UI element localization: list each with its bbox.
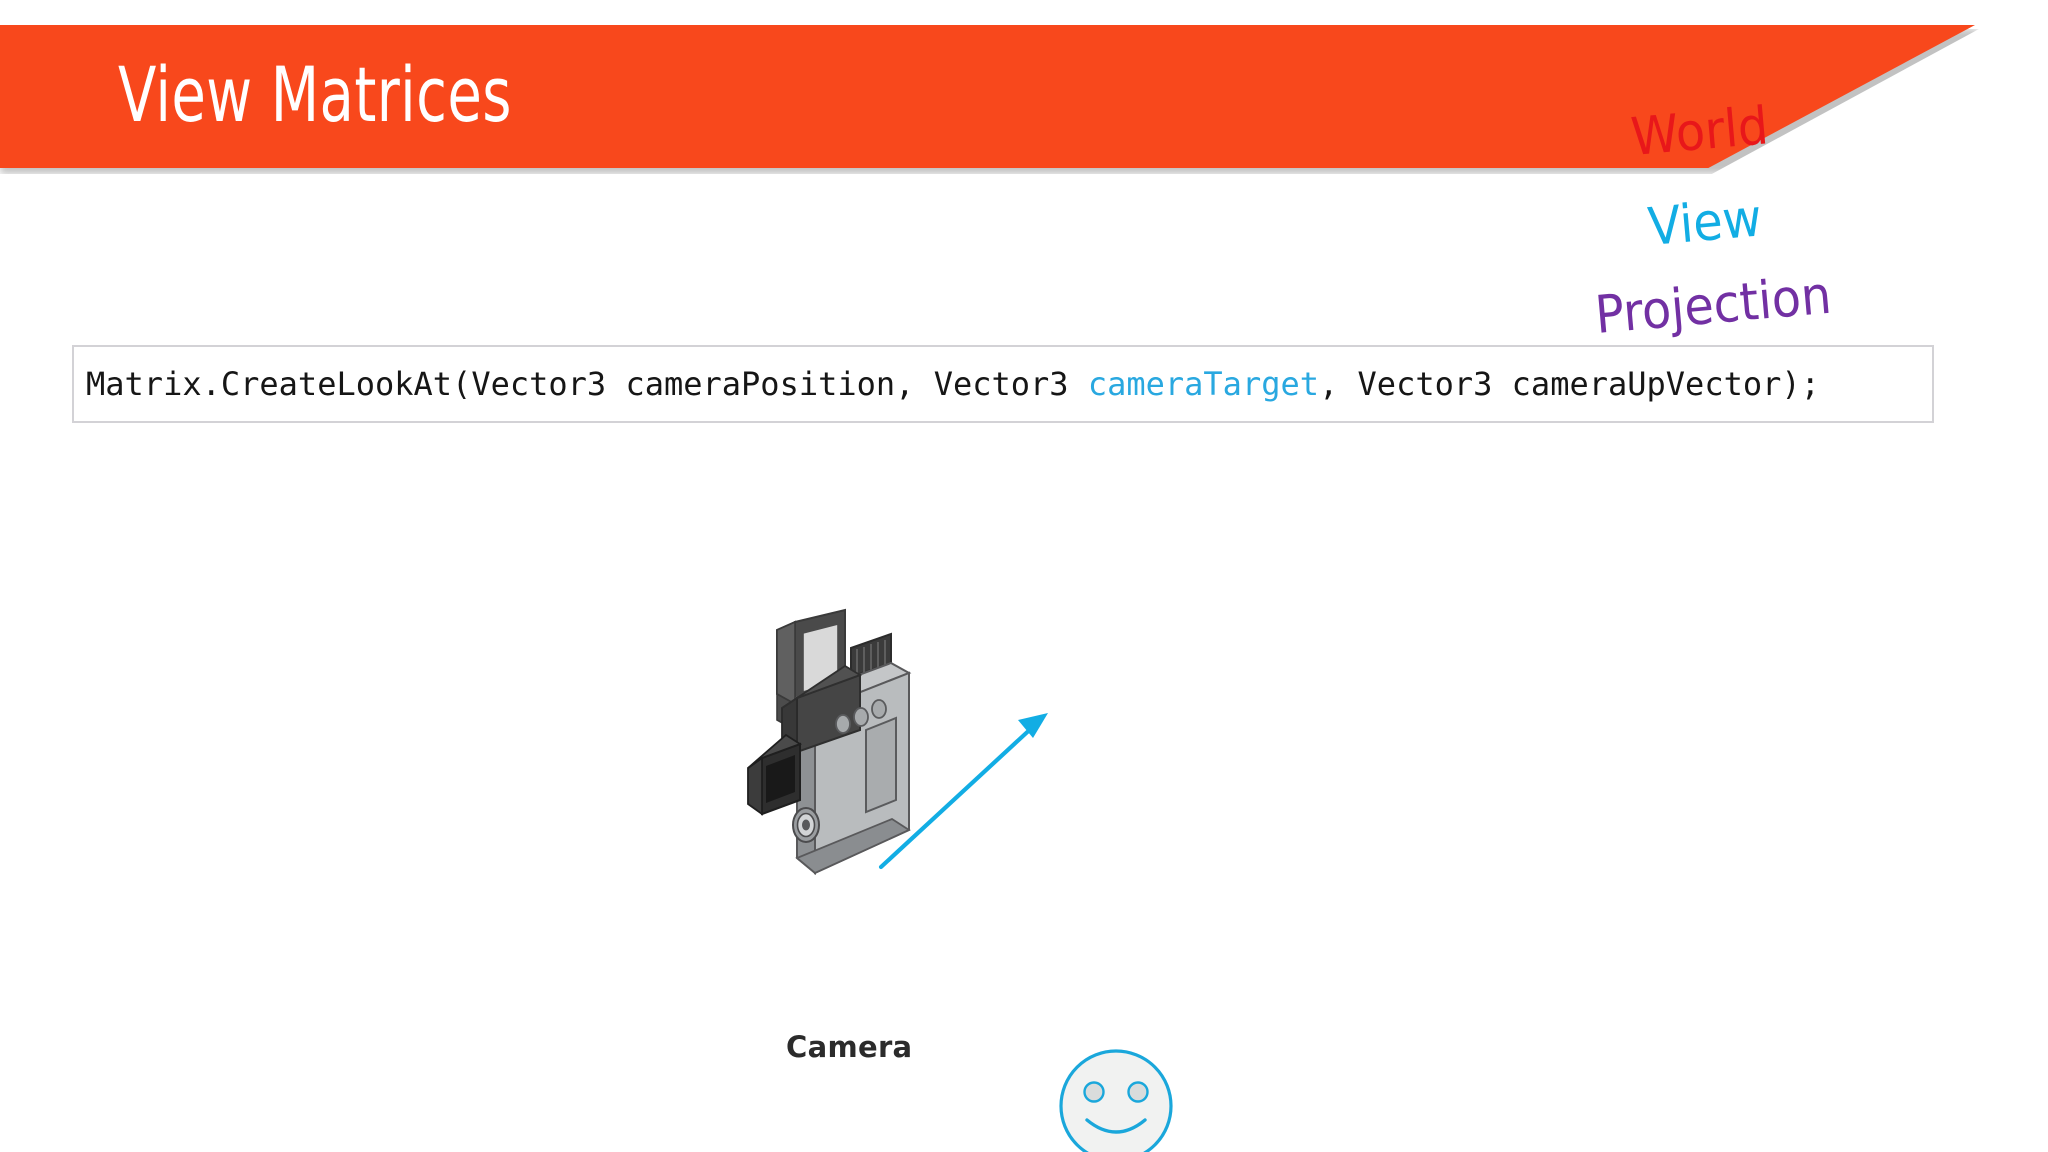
title-banner <box>0 25 1975 168</box>
code-segment-after: , Vector3 cameraUpVector); <box>1319 365 1820 403</box>
camera-lens-icon <box>792 807 820 843</box>
pipeline-label-projection: Projection <box>1592 265 1834 346</box>
camera-viewfinder <box>747 733 803 816</box>
camera-buttons <box>835 699 887 734</box>
page-title: View Matrices <box>118 50 512 139</box>
look-at-arrow <box>878 713 1048 870</box>
code-segment-before: Matrix.CreateLookAt(Vector3 cameraPositi… <box>86 365 1088 403</box>
code-segment-highlight: cameraTarget <box>1087 365 1319 403</box>
camera-battery-slot <box>865 716 897 814</box>
smiley-face-icon <box>1059 1049 1173 1152</box>
camera-label: Camera <box>786 1030 913 1064</box>
code-box: Matrix.CreateLookAt(Vector3 cameraPositi… <box>72 345 1934 423</box>
camera-illustration <box>747 608 912 876</box>
pipeline-label-world: World <box>1628 96 1771 168</box>
pipeline-label-view: View <box>1645 188 1765 258</box>
camera-body-bottom <box>795 817 911 875</box>
code-line: Matrix.CreateLookAt(Vector3 cameraPositi… <box>74 365 1820 403</box>
camera-target-diagram <box>747 608 1173 1152</box>
